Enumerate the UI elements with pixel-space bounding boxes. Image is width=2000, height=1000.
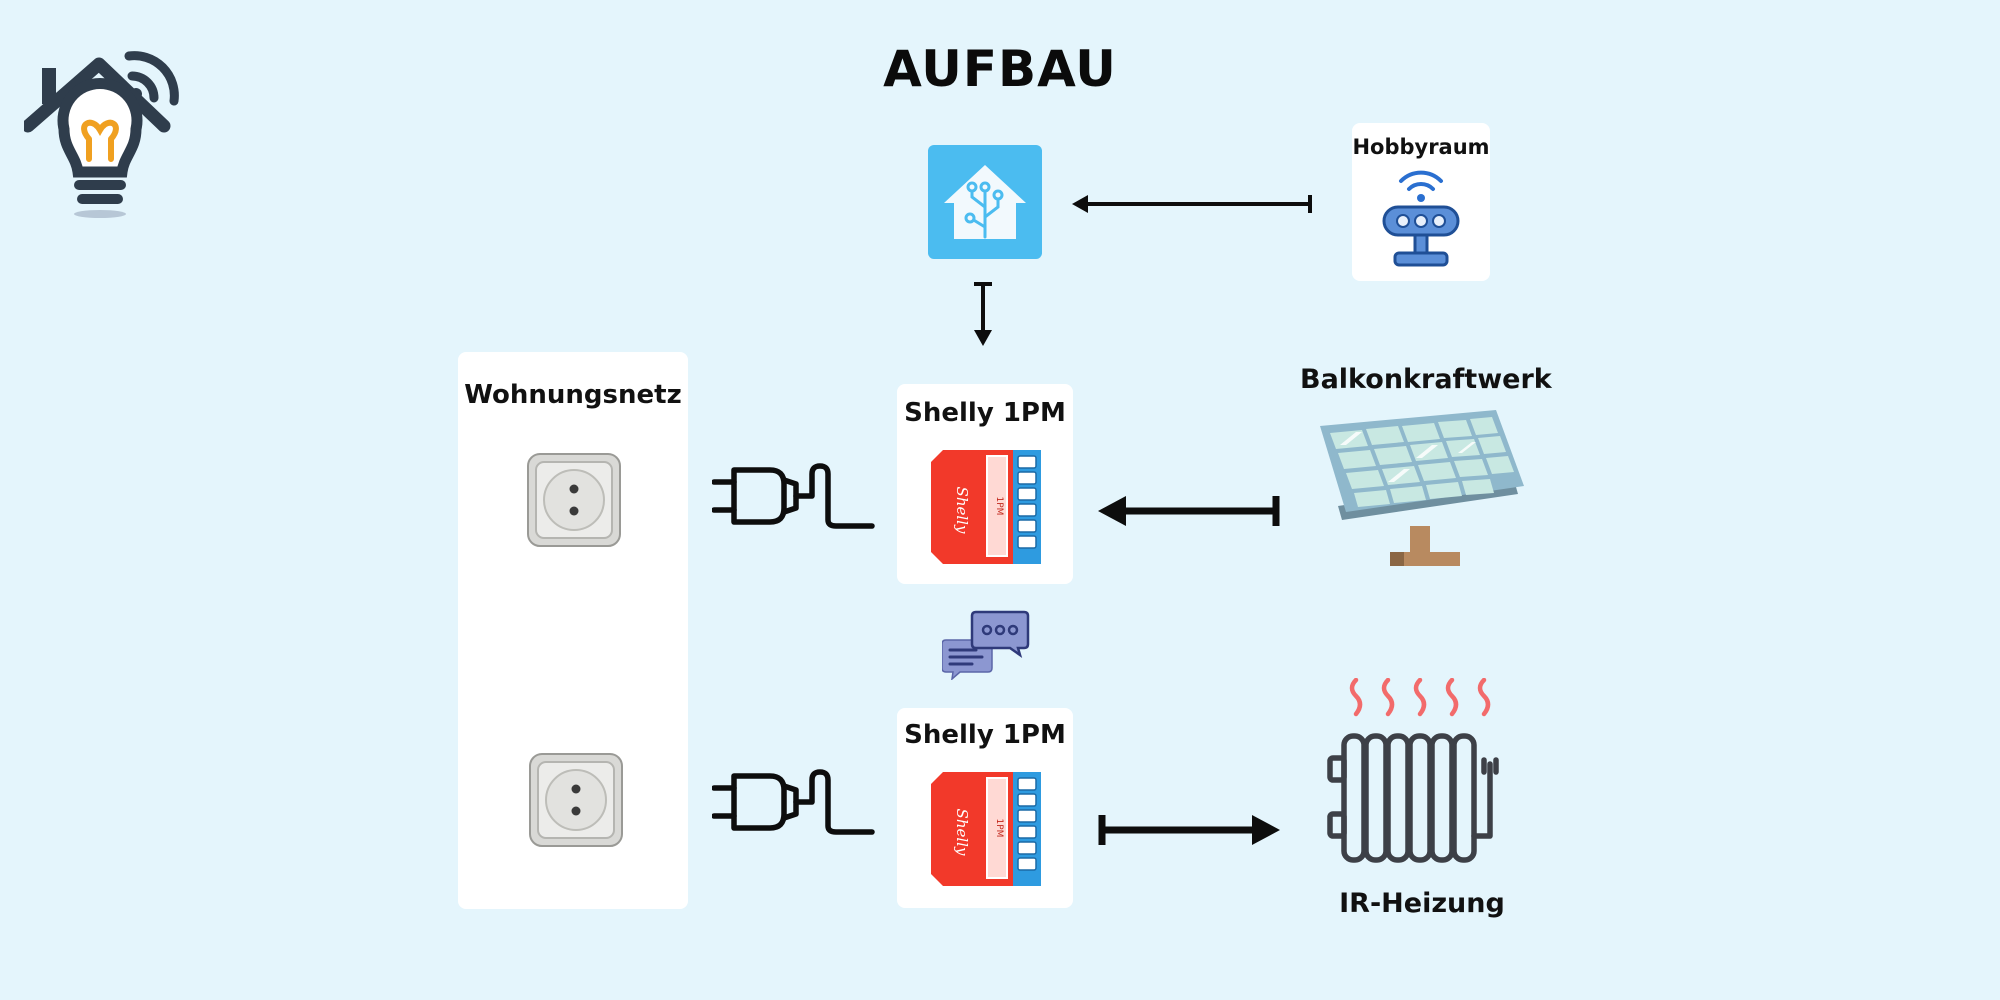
arrow-hobbyraum-to-homeassistant: [1070, 188, 1316, 220]
shelly-top-label: Shelly 1PM: [904, 398, 1066, 428]
ir-heizung-label: IR-Heizung: [1339, 888, 1505, 919]
hobbyraum-label: Hobbyraum: [1352, 135, 1490, 159]
heat-waves-icon: [1346, 678, 1492, 720]
shelly-brand-print: Shelly: [953, 487, 971, 534]
smart-home-bulb-icon: [24, 34, 184, 224]
wifi-sensor-icon: [1379, 167, 1463, 271]
wohnungsnetz-card: Wohnungsnetz: [458, 352, 688, 909]
hobbyraum-card: Hobbyraum: [1352, 123, 1490, 281]
arrow-shelly-to-heater: [1096, 807, 1282, 853]
shelly-1pm-top-card[interactable]: Shelly 1PM Shelly 1PM: [897, 384, 1073, 584]
radiator-icon: [1326, 732, 1520, 864]
shelly-device-icon: Shelly 1PM: [929, 448, 1043, 566]
wohnungsnetz-label: Wohnungsnetz: [464, 380, 682, 410]
arrow-homeassistant-to-shelly: [968, 280, 998, 348]
chat-bubbles-icon: [942, 610, 1030, 680]
shelly-device-icon: Shelly 1PM: [929, 770, 1043, 888]
home-assistant-icon[interactable]: [928, 145, 1042, 259]
shelly-1pm-bottom-card[interactable]: Shelly 1PM Shelly 1PM: [897, 708, 1073, 908]
power-socket-icon: [528, 752, 624, 848]
balkonkraftwerk-label: Balkonkraftwerk: [1300, 364, 1552, 395]
shelly-brand-print: Shelly: [953, 809, 971, 856]
shelly-bottom-label: Shelly 1PM: [904, 720, 1066, 750]
shelly-model-print: 1PM: [994, 497, 1004, 516]
shelly-model-print: 1PM: [994, 819, 1004, 838]
power-plug-icon: [712, 462, 876, 530]
power-plug-icon: [712, 768, 876, 836]
arrow-solar-to-shelly: [1096, 488, 1282, 534]
solar-panel-icon: [1318, 408, 1524, 570]
power-socket-icon: [526, 452, 622, 548]
diagram-title: AUFBAU: [883, 40, 1117, 98]
